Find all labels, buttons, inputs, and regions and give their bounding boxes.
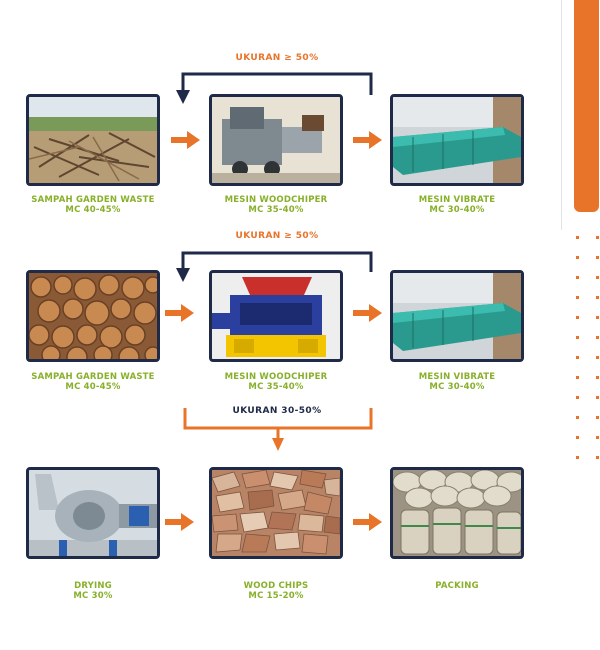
- step-label-r2-2: MESIN WOODCHIPER MC 35-40%: [191, 372, 361, 392]
- flow-arrow-r2-b: [353, 304, 382, 322]
- photo-vibrating-screen-1: [390, 94, 524, 186]
- step-title: PACKING: [435, 581, 479, 591]
- feedback-label-1: UKURAN ≥ 50%: [235, 53, 319, 63]
- side-accent-bar: [574, 0, 599, 212]
- decor-dot: [596, 276, 599, 279]
- step-title: DRYING: [74, 581, 112, 591]
- step-label-r2-3: MESIN VIBRATE MC 30-40%: [372, 372, 542, 392]
- flow-arrow-r1-b: [353, 131, 382, 149]
- decor-dot: [596, 436, 599, 439]
- decor-dot: [596, 236, 599, 239]
- step-title: WOOD CHIPS: [243, 581, 309, 591]
- photo-shredder-machine: [209, 270, 343, 362]
- decor-dot: [596, 336, 599, 339]
- photo-rotary-dryer: [26, 467, 160, 559]
- step-moisture: MC 30%: [73, 591, 113, 601]
- flow-arrow-r3-b: [353, 513, 382, 531]
- step-label-r2-1: SAMPAH GARDEN WASTE MC 40-45%: [8, 372, 178, 392]
- step-title: MESIN VIBRATE: [418, 195, 496, 205]
- flow-arrow-r3-a: [165, 513, 194, 531]
- step-moisture: MC 40-45%: [65, 205, 121, 215]
- step-label-r1-3: MESIN VIBRATE MC 30-40%: [372, 195, 542, 215]
- step-label-r1-1: SAMPAH GARDEN WASTE MC 40-45%: [8, 195, 178, 215]
- step-title: MESIN WOODCHIPER: [224, 372, 328, 382]
- step-label-r3-1: DRYING MC 30%: [8, 581, 178, 601]
- decor-dot: [596, 376, 599, 379]
- decor-dot: [596, 296, 599, 299]
- decor-dot: [576, 376, 579, 379]
- decor-dot: [596, 256, 599, 259]
- step-moisture: MC 35-40%: [248, 205, 304, 215]
- step-title: SAMPAH GARDEN WASTE: [31, 195, 155, 205]
- step-moisture: MC 30-40%: [429, 205, 485, 215]
- photo-woodchipper-machine: [209, 94, 343, 186]
- decor-dot: [576, 236, 579, 239]
- decor-dot: [576, 256, 579, 259]
- step-label-r3-3: PACKING: [372, 581, 542, 591]
- photo-firewood-logs: [26, 270, 160, 362]
- flow-arrow-r1-a: [171, 131, 200, 149]
- splitter-arrowhead: [272, 438, 284, 451]
- step-moisture: MC 15-20%: [248, 591, 304, 601]
- decor-dot: [576, 356, 579, 359]
- photo-vibrating-screen-2: [390, 270, 524, 362]
- decor-dot: [596, 456, 599, 459]
- feedback-label-2: UKURAN ≥ 50%: [235, 231, 319, 241]
- decor-dot: [576, 336, 579, 339]
- decor-dot: [576, 456, 579, 459]
- feedback-arrowhead-2: [176, 268, 190, 282]
- step-title: MESIN VIBRATE: [418, 372, 496, 382]
- step-label-r1-2: MESIN WOODCHIPER MC 35-40%: [191, 195, 361, 215]
- decor-dot: [576, 276, 579, 279]
- decor-dot: [576, 296, 579, 299]
- decor-dot: [576, 396, 579, 399]
- step-title: MESIN WOODCHIPER: [224, 195, 328, 205]
- step-label-r3-2: WOOD CHIPS MC 15-20%: [191, 581, 361, 601]
- decor-dot: [596, 316, 599, 319]
- photo-packed-sacks: [390, 467, 524, 559]
- step-moisture: MC 35-40%: [248, 382, 304, 392]
- photo-wood-chips: [209, 467, 343, 559]
- feedback-loop-1: [181, 72, 373, 95]
- side-divider-line: [561, 0, 562, 230]
- photo-garden-waste-branches: [26, 94, 160, 186]
- step-title: SAMPAH GARDEN WASTE: [31, 372, 155, 382]
- decor-dot: [576, 436, 579, 439]
- splitter-label: UKURAN 30-50%: [232, 406, 322, 416]
- step-moisture: MC 30-40%: [429, 382, 485, 392]
- decor-dot: [596, 396, 599, 399]
- step-moisture: MC 40-45%: [65, 382, 121, 392]
- flow-arrow-r2-a: [165, 304, 194, 322]
- decor-dot: [596, 416, 599, 419]
- decor-dot: [596, 356, 599, 359]
- feedback-arrowhead-1: [176, 90, 190, 104]
- decor-dot: [576, 316, 579, 319]
- decor-dot: [576, 416, 579, 419]
